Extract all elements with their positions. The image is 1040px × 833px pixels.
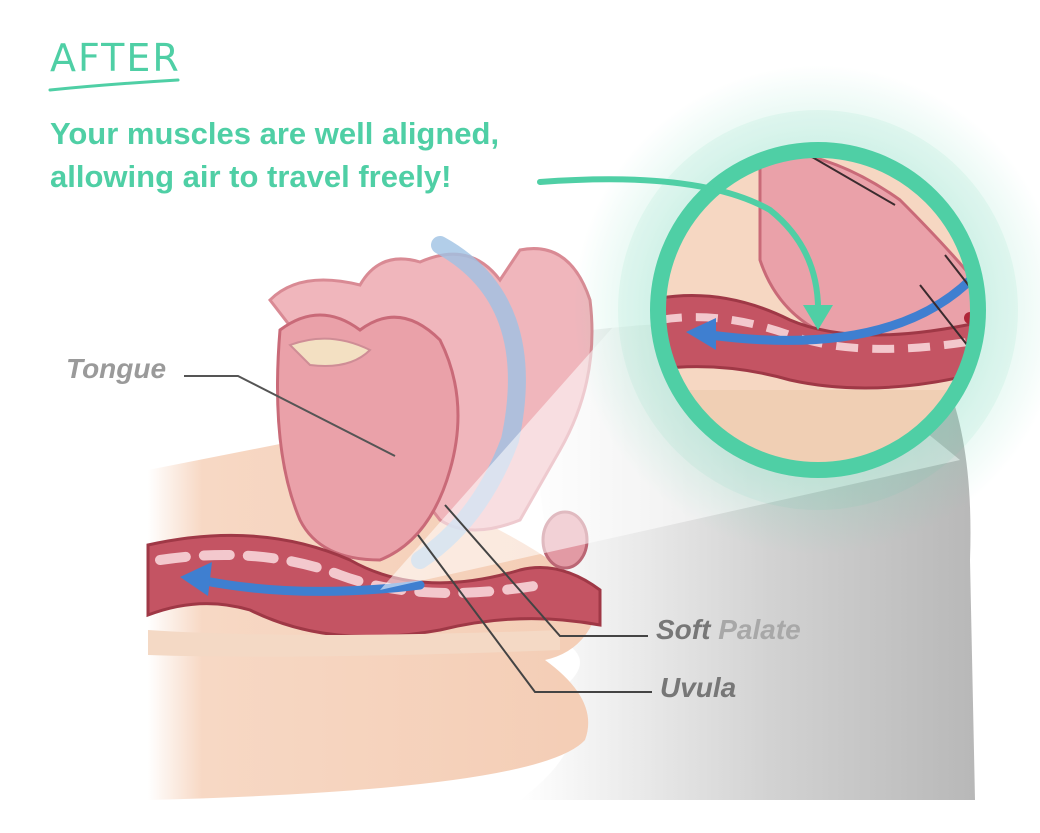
tongue-bone — [288, 337, 372, 367]
soft-palate-leader-line — [444, 504, 648, 637]
gum-strip — [148, 630, 560, 657]
uvula-leader-line — [417, 534, 652, 693]
airflow-arrow — [195, 575, 425, 596]
caption-line-2: allowing air to travel freely! — [50, 159, 452, 194]
caption-text: Your muscles are well aligned, allowing … — [50, 112, 610, 198]
soft-palate-label-part2: Palate — [710, 614, 801, 645]
heading-underline — [48, 78, 180, 92]
after-heading: AFTER — [50, 36, 181, 80]
caption-pointer-arrow — [537, 176, 822, 318]
soft-palate-label: Soft Palate — [656, 614, 801, 646]
caption-pointer-head — [803, 305, 833, 330]
caption-line-1: Your muscles are well aligned, — [50, 116, 500, 151]
tongue-leader-line — [184, 375, 396, 457]
airflow-arrowhead — [180, 562, 212, 596]
tongue-label: Tongue — [66, 353, 167, 384]
airway-inner — [155, 550, 545, 598]
soft-palate-label-part1: Soft — [656, 614, 711, 645]
uvula-label: Uvula — [660, 672, 737, 703]
tongue-shape — [276, 313, 460, 562]
magnifier-ring — [650, 142, 986, 478]
